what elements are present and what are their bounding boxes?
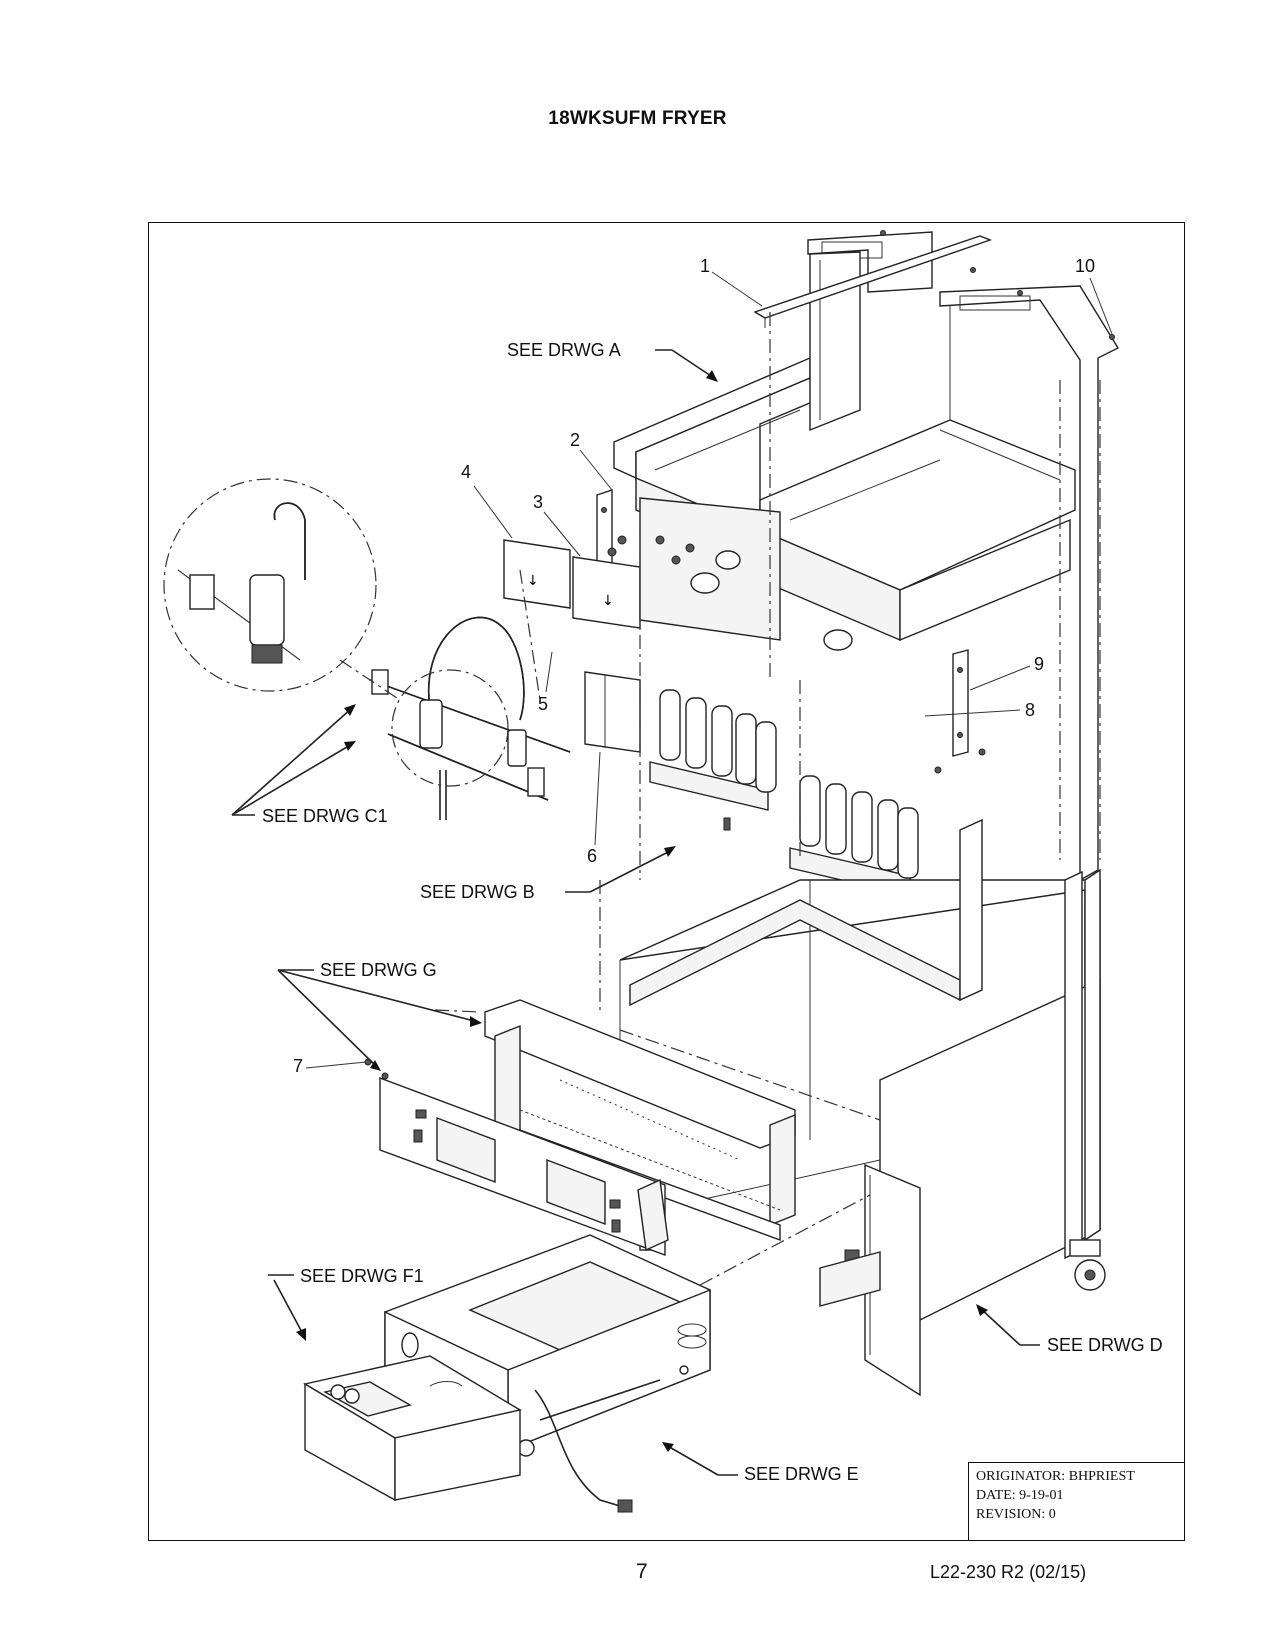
filter-pan xyxy=(303,1332,522,1502)
title-block: ORIGINATOR: BHPRIEST DATE: 9-19-01 REVIS… xyxy=(968,1462,1185,1541)
heat-shield-4: ↓ xyxy=(503,539,571,609)
item-number-2: 2 xyxy=(570,430,580,450)
drawing-frame xyxy=(148,222,1185,1541)
bracket-6 xyxy=(584,671,641,753)
date-line: DATE: 9-19-01 xyxy=(976,1488,1064,1503)
callout-see-drwg-e: SEE DRWG E xyxy=(744,1464,859,1484)
callout-see-drwg-b: SEE DRWG B xyxy=(420,882,535,902)
svg-text:↓: ↓ xyxy=(602,593,614,609)
item-number-6: 6 xyxy=(587,846,597,866)
item-number-7: 7 xyxy=(293,1056,303,1076)
callout-see-drwg-c1: SEE DRWG C1 xyxy=(262,806,388,826)
hardware-10 xyxy=(880,230,1115,340)
burner-assembly-left xyxy=(649,689,777,831)
bracket-9 xyxy=(952,649,969,757)
item-number-1: 1 xyxy=(700,256,710,276)
item-number-9: 9 xyxy=(1034,654,1044,674)
heat-shield-3: ↓ xyxy=(572,556,641,629)
callouts: SEE DRWG A SEE DRWG B SEE DRWG C1 SEE DR… xyxy=(231,340,1163,1484)
assembly-centerlines xyxy=(434,312,1101,1286)
originator-line: ORIGINATOR: BHPRIEST xyxy=(976,1469,1135,1484)
top-cap-rail-1 xyxy=(753,235,993,328)
gas-valve-assembly xyxy=(607,497,853,651)
cabinet-door xyxy=(819,1163,921,1397)
callout-see-drwg-f1: SEE DRWG F1 xyxy=(300,1266,424,1286)
item-number-5: 5 xyxy=(538,694,548,714)
item-number-10: 10 xyxy=(1075,256,1095,276)
item-number-3: 3 xyxy=(533,492,543,512)
callout-see-drwg-g: SEE DRWG G xyxy=(320,960,437,980)
callout-see-drwg-a: SEE DRWG A xyxy=(507,340,621,360)
callout-see-drwg-d: SEE DRWG D xyxy=(1047,1335,1163,1355)
detail-circle-c1 xyxy=(163,478,509,787)
hardware-8 xyxy=(934,748,986,774)
revision-line: REVISION: 0 xyxy=(976,1507,1056,1522)
gas-manifold-piping xyxy=(369,616,571,820)
item-numbers: 1 10 2 3 4 5 6 7 8 9 xyxy=(293,256,1113,1076)
item-number-8: 8 xyxy=(1025,700,1035,720)
document-code: L22-230 R2 (02/15) xyxy=(930,1562,1087,1582)
page-title: 18WKSUFM FRYER xyxy=(548,108,727,129)
item-number-4: 4 xyxy=(461,462,471,482)
control-panel-front xyxy=(379,1076,669,1257)
page-number: 7 xyxy=(636,1560,648,1583)
svg-text:↓: ↓ xyxy=(527,573,539,589)
